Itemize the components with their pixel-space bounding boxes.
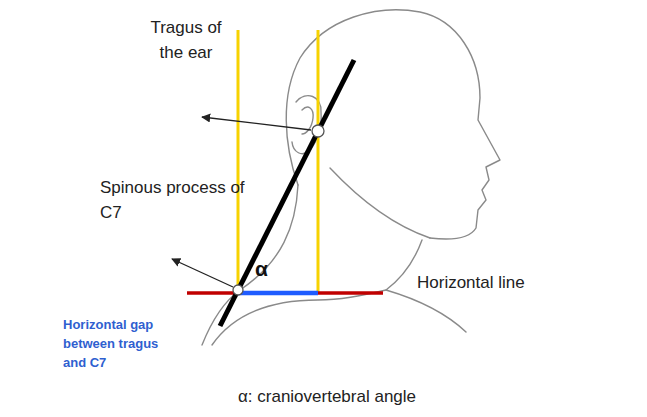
gap-label: Horizontal gap between tragus and C7 <box>63 316 175 373</box>
angle-symbol: α <box>255 254 279 284</box>
angle-caption: α: craniovertebral angle <box>238 385 478 410</box>
part-label: Tragus of the ear <box>140 16 232 65</box>
tragus-point <box>312 125 324 137</box>
vertical-line <box>317 30 320 292</box>
line-label: Horizontal line <box>417 271 567 296</box>
c7-point <box>233 285 243 295</box>
leader-arrow <box>202 117 311 130</box>
jaw-line <box>330 168 430 238</box>
part-label: Spinous process of C7 <box>100 176 245 225</box>
leader-arrow <box>172 259 233 287</box>
vertical-line <box>237 30 240 292</box>
horizontal-gap <box>238 291 318 296</box>
horizontal-line <box>187 291 383 295</box>
shoulder-line <box>212 290 386 345</box>
